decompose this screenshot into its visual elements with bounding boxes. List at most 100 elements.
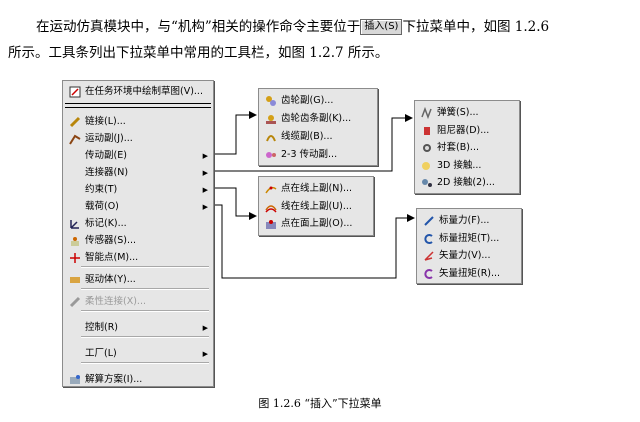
menu-item-label: 弹簧(S)... bbox=[437, 107, 479, 118]
vector-torque-icon bbox=[423, 268, 435, 280]
main-menu-item-9[interactable]: 驱动体(Y)... bbox=[63, 271, 213, 289]
load-item-3[interactable]: 矢量扭矩(R)... bbox=[417, 265, 521, 283]
2-3-coupler-icon bbox=[265, 149, 277, 161]
menu-item-sketch-in-task[interactable]: 在任务环境中绘制草图(V)... bbox=[63, 83, 213, 101]
menu-item-label: 线在线上副(U)... bbox=[281, 200, 352, 212]
marker-icon bbox=[69, 218, 81, 230]
menu-item-label: 标量扭矩(T)... bbox=[439, 232, 500, 244]
insert-menu-chip: 插入(S) bbox=[360, 19, 403, 35]
point-on-surface-icon bbox=[265, 218, 277, 230]
submenu-arrow-icon: ▶ bbox=[202, 152, 208, 160]
connector-item-3[interactable]: 3D 接触... bbox=[415, 157, 519, 175]
transmission-item-0[interactable]: 齿轮副(G)... bbox=[259, 92, 377, 110]
main-menu-item-11[interactable]: 控制(R) ▶ bbox=[63, 319, 213, 337]
bushing-icon bbox=[421, 142, 433, 154]
menu-item-label: 约束(T) bbox=[85, 184, 118, 195]
menu-separator bbox=[81, 310, 209, 312]
main-menu-item-0[interactable]: 链接(L)... bbox=[63, 113, 213, 131]
main-menu-item-1[interactable]: 运动副(J)... bbox=[63, 130, 213, 148]
submenu-arrow-icon: ▶ bbox=[202, 203, 208, 211]
menu-item-label: 2-3 传动副... bbox=[281, 149, 338, 160]
intro-paragraph-line2: 所示。工具条列出下拉菜单中常用的工具栏，如图 1.2.7 所示。 bbox=[8, 45, 389, 61]
spring-icon bbox=[421, 106, 433, 120]
main-menu-item-7[interactable]: 传感器(S)... bbox=[63, 232, 213, 250]
insert-dropdown-menu: 在任务环境中绘制草图(V)... 链接(L)... 运动副(J)... 传动副(E)… bbox=[62, 80, 214, 387]
3d-contact-icon bbox=[421, 160, 433, 172]
menu-item-label: 传动副(E) bbox=[85, 150, 127, 161]
constraint-submenu: 点在线上副(N)... 线在线上副(U)... 点在面上副(O)... bbox=[258, 176, 374, 236]
main-menu-item-4[interactable]: 约束(T) ▶ bbox=[63, 181, 213, 199]
curve-on-curve-icon bbox=[265, 201, 277, 213]
menu-item-label: 衬套(B)... bbox=[437, 142, 479, 153]
constraint-item-0[interactable]: 点在线上副(N)... bbox=[259, 180, 373, 198]
transmission-item-2[interactable]: 线缆副(B)... bbox=[259, 128, 377, 146]
connector-item-2[interactable]: 衬套(B)... bbox=[415, 139, 519, 157]
submenu-arrow-icon: ▶ bbox=[202, 169, 208, 177]
transmission-item-1[interactable]: 齿轮齿条副(K)... bbox=[259, 110, 377, 128]
menu-item-label: 2D 接触(2)... bbox=[437, 177, 495, 188]
menu-item-label: 阻尼器(D)... bbox=[437, 124, 490, 136]
menu-item-label: 标量力(F)... bbox=[439, 215, 490, 226]
menu-item-label: 连接器(N) bbox=[85, 167, 129, 178]
sensor-icon bbox=[69, 235, 81, 247]
menu-item-label: 智能点(M)... bbox=[85, 252, 139, 263]
connector-item-1[interactable]: 阻尼器(D)... bbox=[415, 122, 519, 140]
menu-item-label: 运动副(J)... bbox=[85, 133, 133, 144]
menu-item-label: 载荷(O) bbox=[85, 201, 119, 212]
constraint-item-1[interactable]: 线在线上副(U)... bbox=[259, 198, 373, 216]
load-item-2[interactable]: 矢量力(V)... bbox=[417, 247, 521, 265]
menu-item-label: 齿轮副(G)... bbox=[281, 95, 334, 106]
main-menu-item-6[interactable]: 标记(K)... bbox=[63, 215, 213, 233]
menu-item-label: 柔性连接(X)... bbox=[85, 296, 146, 307]
submenu-arrow-icon: ▶ bbox=[202, 350, 208, 358]
point-on-curve-icon bbox=[265, 183, 277, 195]
load-item-0[interactable]: 标量力(F)... bbox=[417, 212, 521, 230]
menu-item-label: 齿轮齿条副(K)... bbox=[281, 113, 352, 124]
paragraph-text: 在运动仿真模块中，与“机构”相关的操作命令主要位于 bbox=[36, 19, 361, 35]
menu-item-label: 标记(K)... bbox=[85, 218, 127, 229]
scalar-force-icon bbox=[423, 215, 435, 227]
joint-icon bbox=[69, 133, 81, 145]
menu-item-label: 解算方案(I)... bbox=[85, 374, 143, 385]
rack-pinion-icon bbox=[265, 113, 277, 125]
submenu-arrow-icon: ▶ bbox=[202, 186, 208, 194]
menu-item-label: 线缆副(B)... bbox=[281, 131, 333, 142]
figure-caption: 图 1.2.6 “插入”下拉菜单 bbox=[258, 397, 382, 410]
menu-item-label: 控制(R) bbox=[85, 322, 119, 333]
connector-item-0[interactable]: 弹簧(S)... bbox=[415, 104, 519, 122]
sketch-icon bbox=[69, 86, 81, 98]
main-menu-item-8[interactable]: 智能点(M)... bbox=[63, 249, 213, 267]
menu-item-label: 3D 接触... bbox=[437, 159, 482, 171]
driver-icon bbox=[69, 274, 81, 286]
paragraph-text: 下拉菜单中，如图 1.2.6 bbox=[402, 19, 550, 35]
menu-item-label: 传感器(S)... bbox=[85, 235, 137, 246]
load-item-1[interactable]: 标量扭矩(T)... bbox=[417, 230, 521, 248]
link-icon bbox=[69, 116, 81, 128]
connector-item-4[interactable]: 2D 接触(2)... bbox=[415, 174, 519, 192]
menu-item-label: 点在面上副(O)... bbox=[281, 218, 353, 229]
main-menu-item-2[interactable]: 传动副(E) ▶ bbox=[63, 147, 213, 165]
scalar-torque-icon bbox=[423, 233, 435, 245]
main-menu-item-13[interactable]: 解算方案(I)... bbox=[63, 371, 213, 389]
damper-icon bbox=[421, 125, 433, 137]
cable-icon bbox=[265, 131, 277, 143]
main-menu-item-5[interactable]: 载荷(O) ▶ bbox=[63, 198, 213, 216]
menu-item-label: 链接(L)... bbox=[85, 116, 126, 127]
menu-item-label: 工厂(L) bbox=[85, 348, 117, 359]
constraint-item-2[interactable]: 点在面上副(O)... bbox=[259, 215, 373, 233]
flexible-link-icon bbox=[69, 296, 81, 308]
main-menu-item-3[interactable]: 连接器(N) ▶ bbox=[63, 164, 213, 182]
menu-double-separator bbox=[65, 103, 211, 108]
main-menu-item-10: 柔性连接(X)... bbox=[63, 293, 213, 311]
vector-force-icon bbox=[423, 250, 435, 262]
intro-paragraph-line1: 在运动仿真模块中，与“机构”相关的操作命令主要位于插入(S)下拉菜单中，如图 1… bbox=[36, 14, 630, 40]
transmission-item-3[interactable]: 2-3 传动副... bbox=[259, 146, 377, 164]
connector-submenu: 弹簧(S)... 阻尼器(D)... 衬套(B)... 3D 接触... 2D 接触(2… bbox=[414, 100, 520, 194]
main-menu-item-12[interactable]: 工厂(L) ▶ bbox=[63, 345, 213, 363]
menu-item-label: 驱动体(Y)... bbox=[85, 274, 136, 285]
menu-item-label: 点在线上副(N)... bbox=[281, 183, 353, 194]
submenu-arrow-icon: ▶ bbox=[202, 324, 208, 332]
load-submenu: 标量力(F)... 标量扭矩(T)... 矢量力(V)...矢量扭矩(R)... bbox=[416, 208, 522, 284]
transmission-submenu: 齿轮副(G)... 齿轮齿条副(K)... 线缆副(B)... 2-3 传动副... bbox=[258, 88, 378, 166]
